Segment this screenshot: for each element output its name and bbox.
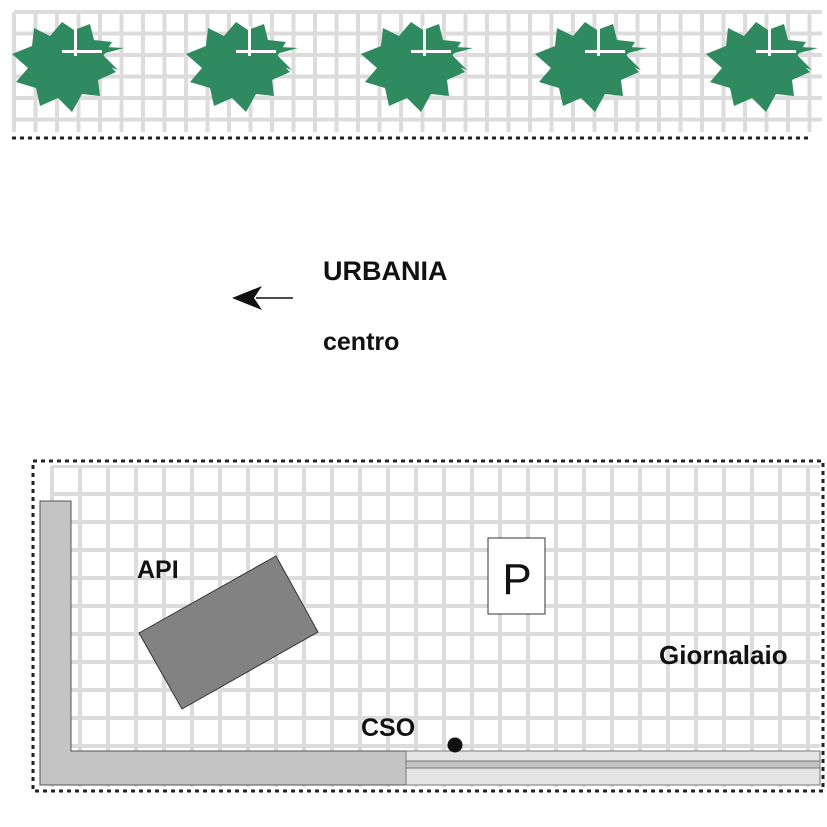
arrow-left-icon xyxy=(232,286,293,310)
api-label: API xyxy=(137,556,179,584)
api-building xyxy=(138,555,319,710)
parking-label: P xyxy=(502,555,531,604)
center-label: centro xyxy=(323,328,399,356)
newsstand-label: Giornalaio xyxy=(659,640,788,670)
cso-label: CSO xyxy=(361,714,415,742)
road-strip-inner xyxy=(405,760,821,769)
parking-sign: P xyxy=(487,537,546,615)
town-label: URBANIA xyxy=(323,256,448,286)
bottom-dotted-border xyxy=(31,459,825,793)
location-dot-icon xyxy=(447,737,463,753)
